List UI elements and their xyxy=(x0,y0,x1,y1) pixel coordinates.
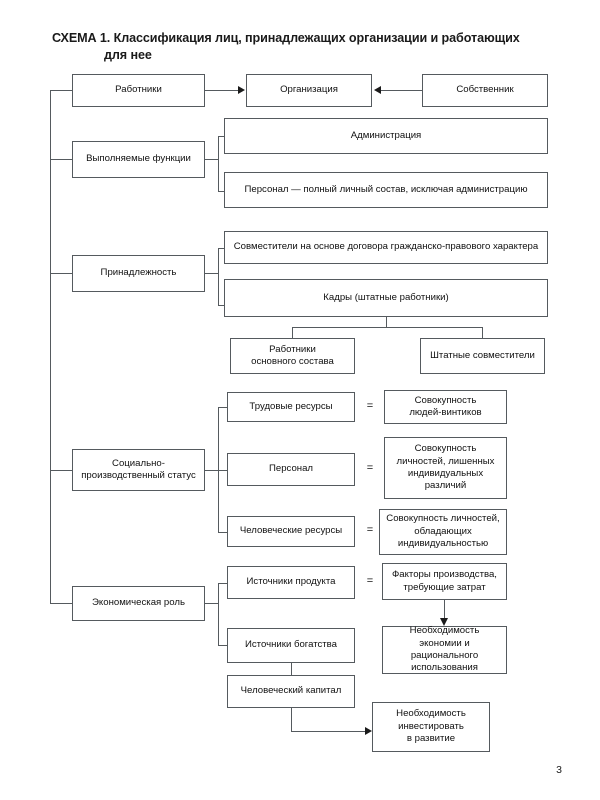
spine-stub-funkcii xyxy=(50,159,72,160)
node-organizaciya[interactable]: Организация xyxy=(246,74,372,107)
node-trudovye-resursy[interactable]: Трудовые ресурсы xyxy=(227,392,355,422)
node-faktory-proizvodstva[interactable]: Факторы производства, требующие затрат xyxy=(382,563,507,600)
title-line-1: СХЕМА 1. Классификация лиц, принадлежащи… xyxy=(52,31,520,45)
node-sovokupnost-obladayushchih[interactable]: Совокупность личностей, обладающих индив… xyxy=(379,509,507,555)
branch-funkcii-stem xyxy=(205,159,218,160)
edge-sobstvennik-organizaciya xyxy=(380,90,422,91)
edge-kapital-down xyxy=(291,708,292,731)
node-sovokupnost-lyudej-vintikov[interactable]: Совокупность людей-винтиков xyxy=(384,390,507,424)
node-ekonomicheskaya-rol[interactable]: Экономическая роль xyxy=(72,586,205,621)
node-prinadlezhnost[interactable]: Принадлежность xyxy=(72,255,205,292)
edge-rabotniki-organizaciya xyxy=(205,90,240,91)
spine-stub-rol xyxy=(50,603,72,604)
spine-stub-status xyxy=(50,470,72,471)
branch-status-to-personal xyxy=(218,470,227,471)
branch-kadry-to-osnovnoj xyxy=(292,327,293,338)
node-neobhodimost-ekonomii[interactable]: Необходимость экономии и рационального и… xyxy=(382,625,507,674)
node-istochniki-produkta[interactable]: Источники продукта xyxy=(227,566,355,599)
branch-kadry-down xyxy=(386,317,387,327)
equals-istochniki-produkta: = xyxy=(366,575,374,587)
node-personal-polnyj-sostav[interactable]: Персонал — полный личный состав, исключа… xyxy=(224,172,548,208)
equals-chelovecheskie: = xyxy=(366,524,374,536)
branch-kadry-horizontal xyxy=(292,327,482,328)
node-neobhodimost-investirovat[interactable]: Необходимость инвестировать в развитие xyxy=(372,702,490,752)
spine-vertical xyxy=(50,90,51,604)
arrow-down-to-neobhodimost-ekonomii xyxy=(440,618,448,626)
arrow-to-organizaciya xyxy=(238,86,245,94)
branch-rol-to-produkt xyxy=(218,583,227,584)
node-kadry[interactable]: Кадры (штатные работники) xyxy=(224,279,548,317)
edge-bogatstvo-to-kapital xyxy=(291,663,292,675)
branch-status-stem xyxy=(205,470,218,471)
node-socialno-proizvodstvennyj-status[interactable]: Социально- производственный статус xyxy=(72,449,205,491)
spine-stub-rabotniki xyxy=(50,90,72,91)
branch-rol-vertical xyxy=(218,583,219,645)
branch-rol-stem xyxy=(205,603,218,604)
arrow-to-organizaciya-left xyxy=(374,86,381,94)
branch-prinadlezhnost-vertical xyxy=(218,248,219,305)
edge-kapital-right xyxy=(291,731,369,732)
branch-funkcii-vertical xyxy=(218,136,219,191)
node-chelovecheskij-kapital[interactable]: Человеческий капитал xyxy=(227,675,355,708)
branch-funkcii-to-administraciya xyxy=(218,136,224,137)
branch-status-to-trudovye xyxy=(218,407,227,408)
node-sovmestiteli[interactable]: Совместители на основе договора гражданс… xyxy=(224,231,548,264)
node-personal[interactable]: Персонал xyxy=(227,453,355,486)
node-shtatnye-sovmestiteli[interactable]: Штатные совместители xyxy=(420,338,545,374)
page-number: 3 xyxy=(556,764,562,776)
branch-kadry-to-shtatnye xyxy=(482,327,483,338)
node-sobstvennik[interactable]: Собственник xyxy=(422,74,548,107)
node-rabotniki-osnovnogo-sostava[interactable]: Работники основного состава xyxy=(230,338,355,374)
node-rabotniki[interactable]: Работники xyxy=(72,74,205,107)
equals-personal: = xyxy=(366,462,374,474)
node-istochniki-bogatstva[interactable]: Источники богатства xyxy=(227,628,355,663)
node-vypolnyaemye-funkcii[interactable]: Выполняемые функции xyxy=(72,141,205,178)
branch-prinadlezhnost-to-kadry xyxy=(218,305,224,306)
branch-rol-to-bogatstvo xyxy=(218,645,227,646)
node-chelovecheskie-resursy[interactable]: Человеческие ресурсы xyxy=(227,516,355,547)
equals-trudovye: = xyxy=(366,400,374,412)
spine-stub-prinadlezhnost xyxy=(50,273,72,274)
arrow-to-neobhodimost-investirovat xyxy=(365,727,372,735)
page-title: СХЕМА 1. Классификация лиц, принадлежащи… xyxy=(52,30,562,64)
node-administraciya[interactable]: Администрация xyxy=(224,118,548,154)
edge-faktory-to-neobhodimost xyxy=(444,600,445,622)
branch-funkcii-to-personal xyxy=(218,191,224,192)
branch-status-to-chelovecheskie xyxy=(218,532,227,533)
node-sovokupnost-lichnostej-lishennyh[interactable]: Совокупность личностей, лишенных индивид… xyxy=(384,437,507,499)
branch-prinadlezhnost-stem xyxy=(205,273,218,274)
branch-status-vertical xyxy=(218,407,219,532)
branch-prinadlezhnost-to-sovmestiteli xyxy=(218,248,224,249)
title-line-2: для нее xyxy=(104,48,152,62)
